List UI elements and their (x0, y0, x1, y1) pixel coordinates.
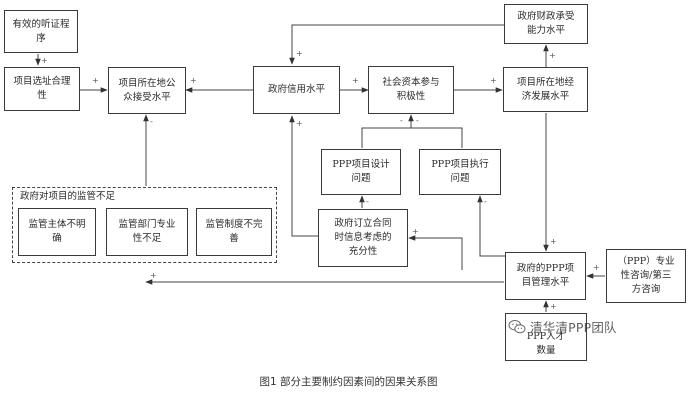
sign-contract-design: - (366, 197, 369, 206)
node-public-acceptance: 项目所在地公 众接受水平 (108, 67, 186, 114)
node-contract-info: 政府订立合同 时信息考虑的 充分性 (318, 209, 408, 267)
sign-mgmt-execution: - (484, 197, 487, 206)
supervision-item-subject: 监管主体不明 确 (18, 208, 96, 256)
sign-credit-public: + (190, 76, 197, 85)
node-site-selection: 项目选址合理 性 (4, 67, 80, 111)
sign-consulting-mgmt: + (593, 263, 600, 272)
edge-design-merge (361, 127, 411, 148)
sign-supervision-public: - (150, 117, 153, 126)
sign-mgmt-contract: + (412, 227, 419, 236)
sign-site-public: + (92, 76, 99, 85)
sign-contract-credit: + (296, 119, 303, 128)
sign-economy-mgmt: + (550, 237, 557, 246)
sign-fiscal-credit: + (296, 49, 303, 58)
supervision-item-system: 监管制度不完 善 (196, 208, 272, 256)
figure-caption: 图1 部分主要制约因素间的因果关系图 (259, 376, 438, 388)
sign-social-economy: + (490, 76, 497, 85)
node-gov-credit: 政府信用水平 (253, 66, 340, 114)
supervision-item-department: 监管部门专业 性不足 (106, 208, 188, 256)
node-talent-count: PPP人才 数量 (505, 313, 587, 361)
sign-mgmt-public: + (150, 271, 157, 280)
sign-hearing-site: + (41, 56, 48, 65)
edge-contract-to-credit (289, 115, 318, 237)
node-consulting: （PPP）专业 性咨询/第三 方咨询 (606, 249, 686, 303)
node-ppp-execution: PPP项目执行 问题 (419, 149, 501, 195)
node-economy: 项目所在地经 济发展水平 (503, 67, 588, 112)
supervision-group (12, 187, 277, 263)
sign-talent-mgmt: + (550, 302, 557, 311)
node-ppp-management: 政府的PPP项 目管理水平 (505, 252, 586, 300)
supervision-group-title: 政府对项目的监管不足 (20, 191, 116, 202)
node-hearing-procedure: 有效的听证程 序 (4, 10, 78, 53)
watermark: 清华清PPP团队 (508, 317, 617, 336)
edge-execution-merge (411, 127, 463, 148)
watermark-text: 清华清PPP团队 (530, 320, 617, 335)
sign-design-social: - (400, 116, 403, 125)
sign-economy-fiscal: + (549, 51, 556, 60)
sign-credit-social: + (352, 76, 359, 85)
edge-fiscal-to-credit (289, 24, 504, 65)
node-ppp-design: PPP项目设计 问题 (321, 149, 401, 195)
node-fiscal-capacity: 政府财政承受 能力水平 (504, 4, 588, 44)
node-social-capital: 社会资本参与 积极性 (368, 66, 454, 114)
sign-execution-social: - (416, 116, 419, 125)
edge-mgmt-to-contract (408, 235, 463, 270)
wechat-icon (508, 319, 526, 333)
